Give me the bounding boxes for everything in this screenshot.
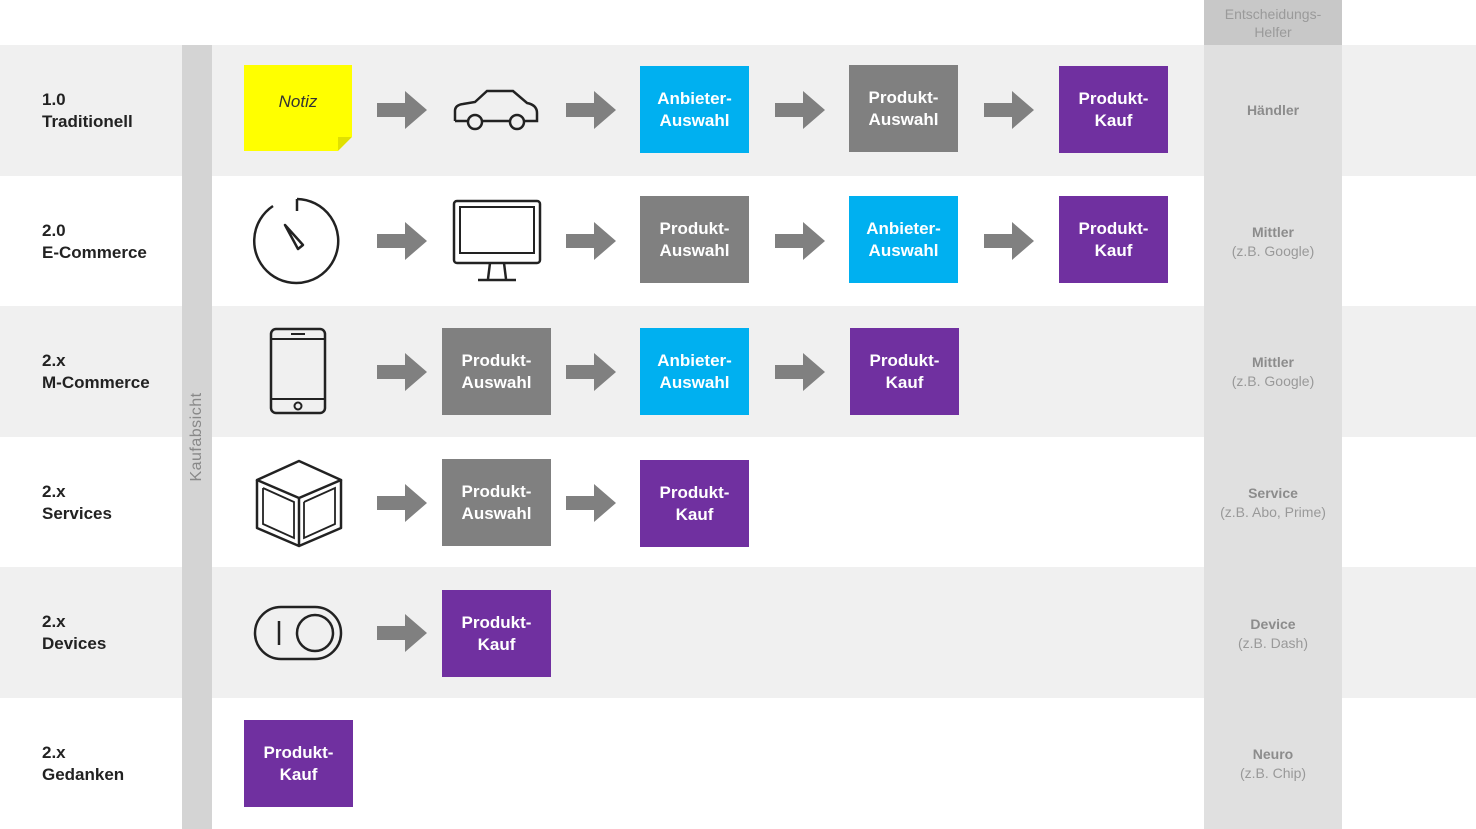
kaufabsicht-label: Kaufabsicht bbox=[188, 392, 205, 482]
helper-title: Service bbox=[1248, 485, 1298, 501]
arrow-icon bbox=[775, 353, 825, 391]
arrow-icon bbox=[377, 222, 427, 260]
anbieter-auswahl-box: Anbieter- Auswahl bbox=[640, 328, 749, 415]
produkt-kauf-box: Produkt- Kauf bbox=[640, 460, 749, 547]
row-name: E-Commerce bbox=[42, 243, 147, 262]
monitor-icon bbox=[452, 199, 542, 282]
anbieter-auswahl-box: Anbieter- Auswahl bbox=[849, 196, 958, 283]
anbieter-auswahl-box: Anbieter- Auswahl bbox=[640, 66, 749, 153]
produkt-kauf-box: Produkt- Kauf bbox=[244, 720, 353, 807]
helper-subtitle: (z.B. Dash) bbox=[1237, 635, 1308, 651]
stopwatch-icon bbox=[252, 197, 340, 285]
helper-title: Device bbox=[1250, 616, 1296, 632]
note-icon: Notiz bbox=[244, 65, 352, 151]
note-fold bbox=[338, 137, 352, 151]
produkt-kauf-box: Produkt- Kauf bbox=[1059, 196, 1168, 283]
arrow-icon bbox=[566, 91, 616, 129]
arrow-icon bbox=[775, 91, 825, 129]
produkt-auswahl-box: Produkt- Auswahl bbox=[442, 459, 551, 546]
arrow-icon bbox=[377, 614, 427, 652]
helper-services: Service (z.B. Abo, Prime) bbox=[1204, 484, 1342, 522]
arrow-icon bbox=[566, 353, 616, 391]
row-name: Gedanken bbox=[42, 765, 125, 784]
helper-devices: Device (z.B. Dash) bbox=[1204, 615, 1342, 653]
box-icon bbox=[255, 459, 343, 548]
row-number: 2.x bbox=[42, 351, 66, 370]
helper-gedanken: Neuro (z.B. Chip) bbox=[1204, 745, 1342, 783]
helper-column bbox=[1204, 45, 1342, 829]
helper-title: Neuro bbox=[1252, 746, 1294, 762]
produkt-auswahl-box: Produkt- Auswahl bbox=[640, 196, 749, 283]
helper-title: Mittler bbox=[1252, 224, 1294, 240]
row-number: 1.0 bbox=[42, 90, 66, 109]
helper-title: Händler bbox=[1246, 102, 1300, 118]
helper-title: Mittler bbox=[1252, 354, 1294, 370]
arrow-icon bbox=[984, 91, 1034, 129]
row-name: Services bbox=[42, 504, 112, 523]
arrow-icon bbox=[377, 484, 427, 522]
produkt-kauf-box: Produkt- Kauf bbox=[442, 590, 551, 677]
arrow-icon bbox=[566, 484, 616, 522]
arrow-icon bbox=[377, 353, 427, 391]
helper-subtitle: (z.B. Chip) bbox=[1239, 765, 1307, 781]
row-name: M-Commerce bbox=[42, 373, 150, 392]
row-number: 2.x bbox=[42, 482, 66, 501]
helper-column-header: Entscheidungs- Helfer bbox=[1204, 0, 1342, 45]
helper-subtitle: (z.B. Abo, Prime) bbox=[1220, 504, 1326, 520]
produkt-kauf-box: Produkt- Kauf bbox=[850, 328, 959, 415]
produkt-kauf-box: Produkt- Kauf bbox=[1059, 66, 1168, 153]
helper-subtitle: (z.B. Google) bbox=[1231, 373, 1315, 389]
row-name: Traditionell bbox=[42, 112, 133, 131]
row-number: 2.x bbox=[42, 743, 66, 762]
row-number: 2.0 bbox=[42, 221, 66, 240]
row-number: 2.x bbox=[42, 612, 66, 631]
helper-subtitle: (z.B. Google) bbox=[1231, 243, 1315, 259]
produkt-auswahl-box: Produkt- Auswahl bbox=[442, 328, 551, 415]
helper-traditionell: Händler bbox=[1204, 101, 1342, 120]
toggle-switch-icon bbox=[253, 605, 343, 661]
smartphone-icon bbox=[269, 327, 327, 415]
produkt-auswahl-box: Produkt- Auswahl bbox=[849, 65, 958, 152]
kaufabsicht-axis bbox=[182, 45, 212, 829]
arrow-icon bbox=[566, 222, 616, 260]
arrow-icon bbox=[377, 91, 427, 129]
row-name: Devices bbox=[42, 634, 107, 653]
helper-e-commerce: Mittler (z.B. Google) bbox=[1204, 223, 1342, 261]
arrow-icon bbox=[775, 222, 825, 260]
car-icon bbox=[453, 89, 539, 131]
helper-m-commerce: Mittler (z.B. Google) bbox=[1204, 353, 1342, 391]
arrow-icon bbox=[984, 222, 1034, 260]
note-label: Notiz bbox=[278, 92, 318, 111]
